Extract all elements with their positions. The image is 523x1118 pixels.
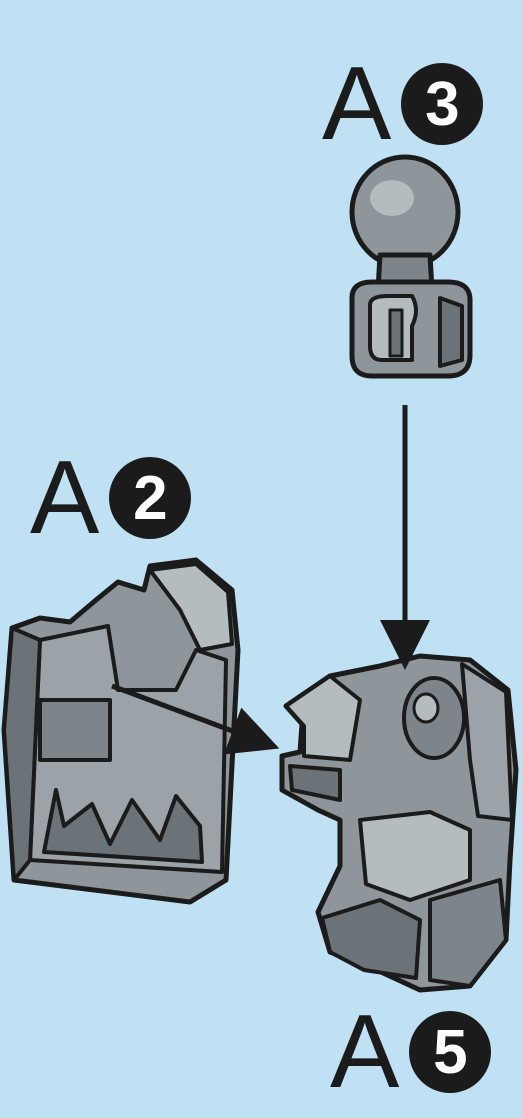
label-a2-letter: A bbox=[30, 440, 100, 556]
label-a3-letter: A bbox=[322, 46, 392, 162]
label-a2: A 2 bbox=[30, 440, 192, 556]
label-a2-number-badge: 2 bbox=[109, 457, 192, 539]
part-a5 bbox=[279, 653, 519, 993]
part-a2 bbox=[1, 557, 241, 905]
arrow-a2-to-a5 bbox=[111, 683, 280, 755]
label-a5-number-badge: 5 bbox=[409, 1011, 492, 1093]
part-a3 bbox=[349, 154, 473, 379]
label-a3-number-badge: 3 bbox=[401, 63, 484, 145]
label-a5: A 5 bbox=[330, 994, 492, 1110]
label-a5-letter: A bbox=[330, 994, 400, 1110]
label-a3: A 3 bbox=[322, 46, 484, 162]
